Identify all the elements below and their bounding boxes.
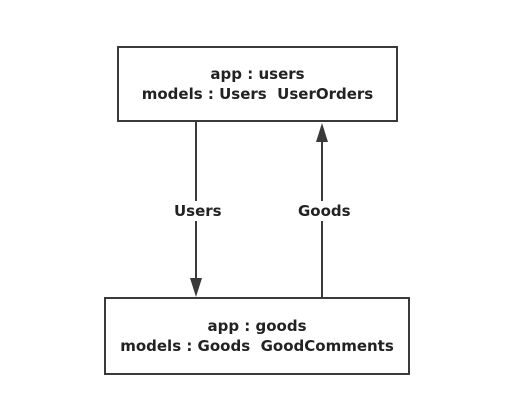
goods-app-node: app : goods models : Goods GoodComments bbox=[104, 297, 410, 375]
users-app-models: models : Users UserOrders bbox=[141, 85, 374, 103]
users-app-name: app : users bbox=[210, 65, 305, 83]
goods-app-name: app : goods bbox=[207, 317, 307, 335]
users-app-node: app : users models : Users UserOrders bbox=[117, 46, 398, 122]
goods-app-models: models : Goods GoodComments bbox=[120, 337, 394, 355]
edge-goods-arrowhead bbox=[316, 123, 328, 142]
edge-label-goods: Goods bbox=[295, 201, 354, 221]
edge-users-arrowhead bbox=[190, 278, 202, 297]
edge-label-users: Users bbox=[171, 201, 225, 221]
